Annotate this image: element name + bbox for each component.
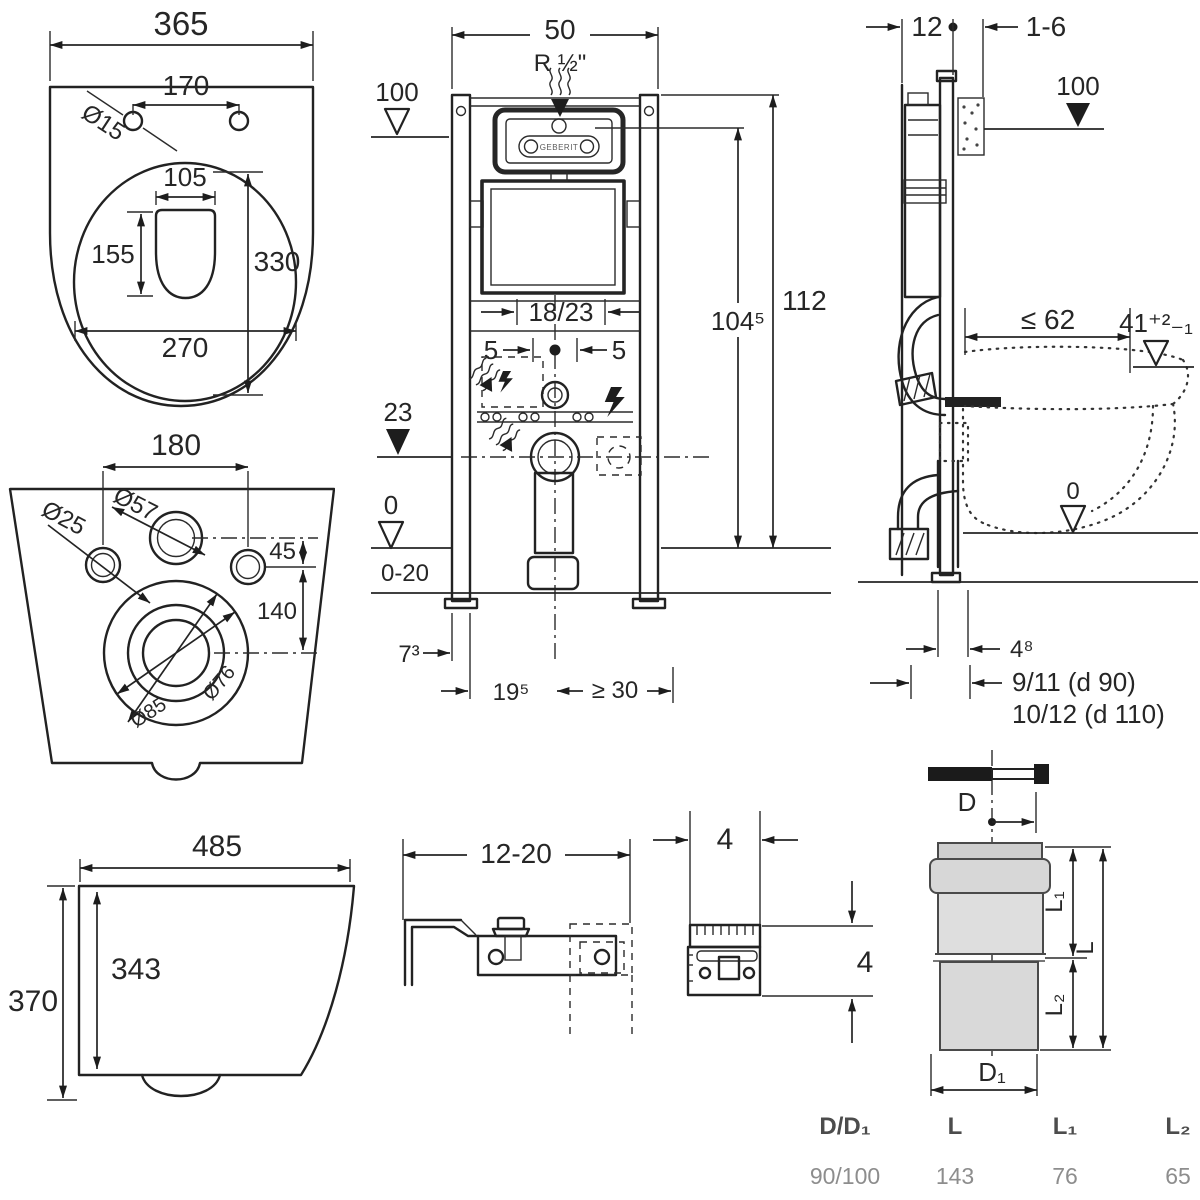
dim-frame-depth: 12	[911, 11, 942, 42]
bracket-end-outline	[686, 923, 762, 997]
dim-max-depth: ≤ 62	[1021, 304, 1075, 335]
bracket-end-drawing: 4 4	[653, 811, 873, 1043]
inspection-box: GEBERIT	[492, 107, 626, 175]
pipe-size-table: D/D₁ L L₁ L₂ 90/100 143 76 65	[770, 1105, 1200, 1200]
pan-top-outline	[48, 85, 315, 408]
table-value-l2: 65	[1165, 1163, 1191, 1189]
brand-label: GEBERIT	[540, 143, 579, 152]
heat-icon	[467, 356, 502, 393]
dim-inlet-offset: 45	[269, 538, 296, 565]
frame-side-structure	[888, 69, 1001, 584]
dim-floor-level: 0	[384, 490, 398, 520]
pan-side-dimensions: 485 370 343	[8, 830, 351, 1101]
lightning-icon	[498, 371, 513, 393]
dim-bowl-width: 270	[162, 332, 209, 363]
dim-pipe-d: D	[958, 787, 977, 817]
dim-fix-hole-diameter: Ø25	[37, 496, 90, 541]
dim-offset-right: 5	[612, 335, 626, 365]
pan-bottom-view-drawing: 180 Ø57 Ø25 45 140 Ø85 Ø76	[8, 429, 335, 781]
table-header-l: L	[947, 1113, 963, 1140]
bracket-outline	[403, 916, 633, 1037]
bracket-dimensions: 12-20	[402, 837, 631, 923]
pipe-dimensions: D L₁ L₂ L D₁	[930, 787, 1111, 1096]
extension-pipe-drawing: D L₁ L₂ L D₁	[928, 750, 1111, 1096]
dim-bracket-height: 4	[857, 946, 874, 979]
outlet-option-2: 10/12 (d 110)	[1012, 699, 1165, 729]
dim-pipe-l: L	[1072, 941, 1099, 954]
frame-front-dimensions: 50 R ½" 100 104⁵ 112 18/23 5 5 23	[371, 14, 831, 706]
dim-seat-width: 105	[163, 162, 206, 192]
dim-hole-diameter: Ø15	[77, 99, 130, 146]
pan-top-dimensions: 365 170 Ø15 105 155 330 270	[49, 5, 314, 396]
table-header-l2: L₂	[1165, 1113, 1191, 1140]
dim-pan-height: 370	[8, 985, 58, 1018]
dim-seat-depth: 155	[91, 239, 134, 269]
dim-outlet-offset: 140	[257, 598, 297, 625]
dim-clearance: ≥ 30	[592, 677, 639, 704]
dim-cistern-height: 104⁵	[711, 306, 765, 336]
dim-floor-range: 0-20	[381, 560, 429, 587]
pan-side-view-drawing: 485 370 343	[8, 830, 356, 1101]
dim-supply-height: 100	[375, 77, 418, 107]
pan-top-view-drawing: 365 170 Ø15 105 155 330 270	[48, 5, 315, 408]
heat-icon	[487, 416, 522, 453]
frame-internals	[461, 171, 709, 660]
bracket-side-drawing: 12-20	[402, 837, 633, 1037]
dim-fix-spacing: 180	[151, 429, 201, 462]
dim-pan-inner-height: 343	[111, 953, 161, 986]
table-value-l: 143	[935, 1163, 975, 1189]
table-header-dd1: D/D₁	[819, 1113, 871, 1140]
dim-frame-height: 112	[782, 285, 827, 316]
dim-supply-height-side: 100	[1056, 71, 1099, 101]
frame-side-view-drawing: 12 1-6 100 ≤ 62 41⁺²₋₁ 0 4⁸	[858, 11, 1198, 729]
dim-bowl-length: 330	[254, 246, 301, 277]
lightning-icon	[604, 387, 625, 417]
outlet-option-1: 9/11 (d 90)	[1012, 667, 1136, 697]
dim-bracket-range: 12-20	[480, 838, 552, 869]
dim-pipe-d1: D₁	[978, 1057, 1006, 1087]
dim-hole-spacing: 170	[163, 70, 210, 101]
table-value-dd1: 90/100	[809, 1163, 881, 1189]
dim-rim-height: 41⁺²₋₁	[1119, 308, 1193, 338]
table-value-l1: 76	[1052, 1163, 1078, 1189]
dim-wall-gap: 1-6	[1026, 11, 1066, 42]
dim-outlet-offset: 19⁵	[493, 679, 530, 706]
water-supply-label: R ½"	[534, 50, 587, 77]
electric-box	[596, 436, 642, 476]
dim-pipe-l2: L₂	[1041, 994, 1068, 1017]
pan-side-outline	[77, 884, 356, 1098]
dim-pan-depth: 485	[192, 830, 242, 863]
pipe-outline	[928, 750, 1051, 1082]
dim-bracket-width: 4	[717, 823, 734, 856]
dim-flush-span: 18/23	[528, 297, 593, 327]
table-header-l1: L₁	[1052, 1113, 1078, 1140]
dim-pipe-l1: L₁	[1041, 891, 1068, 912]
water-supply-icon	[549, 67, 571, 117]
dim-floor-level-side: 0	[1066, 478, 1079, 505]
frame-side-dimensions: 12 1-6 100 ≤ 62 41⁺²₋₁ 0 4⁸	[858, 11, 1198, 729]
dim-top-width: 50	[544, 14, 575, 45]
mounting-rod	[945, 397, 1001, 407]
dim-outlet-height: 23	[384, 397, 413, 427]
frame-front-view-drawing: GEBERIT	[371, 14, 831, 706]
dim-offset-left: 5	[484, 335, 498, 365]
dim-pipe-offset: 4⁸	[1010, 636, 1033, 663]
dim-rail-depth: 7³	[398, 641, 419, 668]
wall-hung-bowl-outline	[961, 345, 1190, 535]
dim-pan-width: 365	[153, 5, 208, 42]
bracket-end-dimensions: 4 4	[653, 811, 873, 1043]
